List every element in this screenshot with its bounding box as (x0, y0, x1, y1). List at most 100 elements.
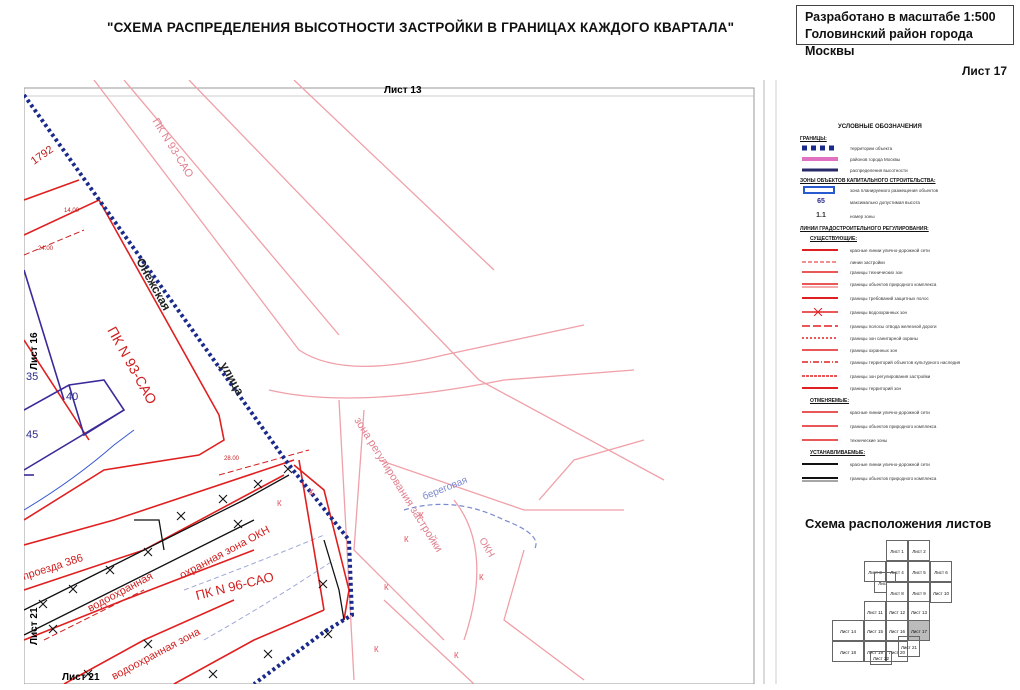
dim-label-1: 24.00 (38, 246, 54, 252)
sheet-scheme-title: Схема расположения листов (805, 516, 992, 531)
existing-lines (93, 80, 665, 684)
k-label: К (374, 645, 379, 654)
legend-heading: ОТМЕНЯЕМЫЕ: (810, 398, 850, 404)
sheet-cell[interactable]: Лист 10 (930, 582, 952, 603)
legend-row: границы территорий зон (800, 384, 901, 392)
legend-symbol (802, 325, 838, 327)
sheet-cell[interactable]: Лист 4 (886, 561, 908, 582)
okn-label: ОКН (476, 536, 496, 560)
k-label: К (479, 573, 484, 582)
sheet-cell[interactable]: Лист 16 (886, 620, 908, 641)
legend-row: границы зон санитарной охраны (800, 334, 918, 342)
legend-row: границы технических зон (800, 268, 902, 276)
height-label-35: 35 (26, 371, 38, 383)
legend-row: границы требований защитных полос (800, 294, 929, 302)
legend-symbol (802, 308, 838, 316)
sheet-cell[interactable]: Лист 12 (886, 601, 908, 622)
legend-symbol (802, 439, 838, 441)
legend-row: границы охранных зон (800, 346, 897, 354)
scale-box: Разработано в масштабе 1:500 Головинский… (796, 5, 1014, 58)
sheet-label-left-1: Лист 16 (29, 332, 40, 370)
district-boundary (24, 93, 355, 684)
legend-symbol (802, 283, 838, 288)
legend-symbol: 1.1 (816, 212, 826, 219)
legend-heading: УСТАНАВЛИВАЕМЫЕ: (810, 450, 866, 456)
legend-row: красные линии улично-дорожной сети (800, 460, 930, 468)
legend-row: линии застройки (800, 258, 885, 266)
street-label-1: Онежская (133, 256, 173, 313)
height-label-40: 40 (66, 391, 78, 403)
legend-symbol (802, 337, 838, 339)
legend-symbol (802, 375, 838, 377)
sheet-cell[interactable]: Лист 22 (870, 651, 892, 665)
map-canvas[interactable]: 24.00 14.00 28.00 К К К К К К К К Лист 1… (24, 80, 780, 684)
k-label: К (309, 488, 314, 497)
k-label: К (419, 511, 424, 520)
red-boundaries (24, 179, 350, 684)
k-label: К (384, 583, 389, 592)
legend-row: границы зон регулирования застройки (800, 372, 930, 380)
legend-title: УСЛОВНЫЕ ОБОЗНАЧЕНИЯ (838, 124, 922, 130)
k-label: К (404, 535, 409, 544)
legend-symbol (802, 249, 838, 251)
legend-symbol (802, 387, 838, 389)
parcel-label-96: ПК N 96-САО (194, 569, 275, 603)
legend-symbol (803, 186, 835, 194)
parcel-label-upper: ПК N 93-САО (149, 116, 195, 180)
black-lines (24, 474, 345, 636)
legend-row: зона планируемого размещения объектов (800, 186, 938, 194)
sheet-frame (24, 87, 755, 684)
sheet-cell[interactable]: Лист 1 (886, 540, 908, 561)
legend-row: распределения высотности (800, 166, 908, 174)
sheet-cell[interactable]: Лист 13 (908, 601, 930, 622)
legend-row: технические зоны (800, 436, 887, 444)
legend-row: красные линии улично-дорожной сети (800, 408, 930, 416)
legend-row: районов города Москвы (800, 155, 900, 163)
sheet-label-top: Лист 13 (384, 85, 422, 96)
scale-text: Разработано в масштабе 1:500 (805, 10, 996, 24)
fence-crosses (38, 464, 333, 679)
district-text: Головинский район города Москвы (805, 27, 973, 58)
legend-symbol (802, 145, 838, 151)
sheet-cell[interactable]: Лист 9 (908, 582, 930, 603)
legend-row: границы территорий объектов культурного … (800, 358, 960, 366)
legend-heading: ЛИНИИ ГРАДОСТРОИТЕЛЬНОГО РЕГУЛИРОВАНИЯ: (800, 226, 929, 232)
legend-symbol (802, 297, 838, 299)
legend-symbol: 65 (817, 198, 825, 205)
dim-label-2: 14.00 (64, 208, 80, 214)
passage-label: проезда 386 (24, 552, 85, 583)
regulation-zone-label: зона регулирования застройки (351, 415, 444, 554)
sheet-cell[interactable]: Лист 8 (886, 582, 908, 603)
legend-row: границы объектов природного комплекса (800, 422, 936, 430)
sheet-cell[interactable]: Лист 14 (832, 620, 864, 641)
legend-row: границы объектов природного комплекса (800, 474, 936, 482)
sheet-scheme[interactable]: Лист 1 Лист 2 Лист 3 Лист 4 Лист 5 Лист … (832, 540, 1012, 690)
sheet-cell[interactable]: Лист 6 (930, 561, 952, 582)
sheet-cell[interactable]: Лист 18 (832, 641, 864, 662)
legend: УСЛОВНЫЕ ОБОЗНАЧЕНИЯ ГРАНИЦЫ: территории… (790, 122, 1010, 492)
legend-symbol (802, 463, 838, 465)
sheet-cell[interactable]: Лист 11 (864, 601, 886, 622)
legend-heading: ГРАНИЦЫ: (800, 136, 827, 142)
legend-symbol (802, 157, 838, 161)
legend-heading: СУЩЕСТВУЮЩИЕ: (810, 236, 858, 242)
legend-symbol (802, 411, 838, 413)
k-label: К (277, 499, 282, 508)
legend-symbol (802, 261, 838, 263)
sheet-cell[interactable]: Лист 5 (908, 561, 930, 582)
sheet-cell[interactable]: Лист 2 (908, 540, 930, 561)
legend-row: красные линии улично-дорожной сети (800, 246, 930, 254)
sheet-number: Лист 17 (962, 64, 1008, 78)
page-title: "СХЕМА РАСПРЕДЕЛЕНИЯ ВЫСОТНОСТИ ЗАСТРОЙК… (107, 20, 735, 35)
sheet-label-bottom: Лист 21 (62, 672, 100, 683)
legend-symbol (802, 271, 838, 273)
legend-symbol (802, 477, 838, 482)
legend-heading: ЗОНЫ ОБЪЕКТОВ КАПИТАЛЬНОГО СТРОИТЕЛЬСТВА… (800, 178, 936, 184)
sheet-cell[interactable]: Лист 15 (864, 620, 886, 641)
height-zone-lines (24, 269, 126, 476)
sheet-cell[interactable]: Лист 21 (898, 636, 920, 657)
k-label: К (454, 651, 459, 660)
map-svg: 24.00 14.00 28.00 К К К К К К К К Лист 1… (24, 80, 777, 684)
